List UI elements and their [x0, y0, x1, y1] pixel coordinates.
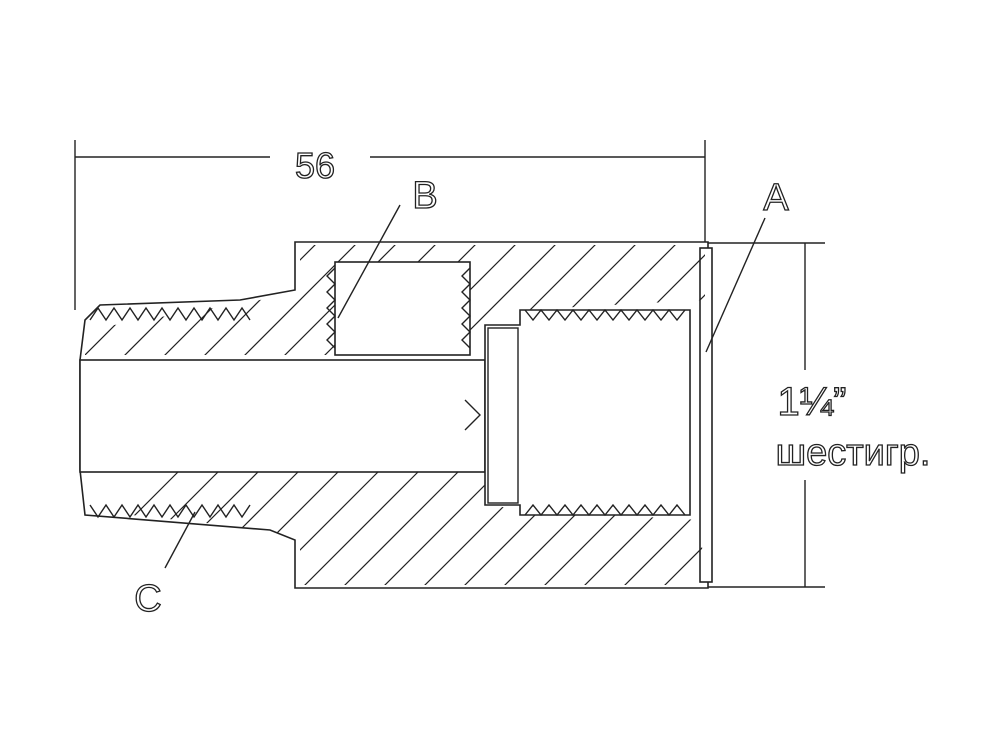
external-thread-bottom — [89, 503, 251, 519]
length-label: 56 — [295, 145, 335, 186]
threads — [89, 267, 686, 519]
callout-a: A — [705, 176, 790, 353]
bore-chamfer — [464, 399, 481, 431]
length-dimension: 56 — [74, 140, 706, 310]
external-thread-top — [89, 306, 251, 322]
fitting-body — [79, 241, 713, 589]
callout-b: B — [337, 174, 438, 319]
callout-c-label: C — [134, 578, 161, 620]
hex-size-label: 1¼” — [778, 380, 847, 424]
hex-dimension: 1¼” шестигр. — [705, 242, 931, 588]
bore-recess — [487, 327, 519, 504]
hex-face — [699, 247, 713, 583]
hex-note-label: шестигр. — [776, 432, 931, 474]
side-port-thread-left — [326, 267, 336, 349]
leader-b — [337, 204, 401, 319]
side-port-thread-right — [461, 267, 471, 349]
leader-a — [705, 217, 766, 353]
internal-thread-top — [524, 308, 686, 322]
side-port — [334, 261, 471, 356]
leader-c — [164, 511, 196, 569]
callout-c: C — [134, 511, 196, 621]
internal-threaded-bore — [484, 309, 691, 516]
internal-thread-bottom — [524, 503, 686, 517]
callout-a-label: A — [763, 177, 789, 219]
through-bore — [79, 359, 486, 473]
callout-b-label: B — [412, 175, 437, 217]
